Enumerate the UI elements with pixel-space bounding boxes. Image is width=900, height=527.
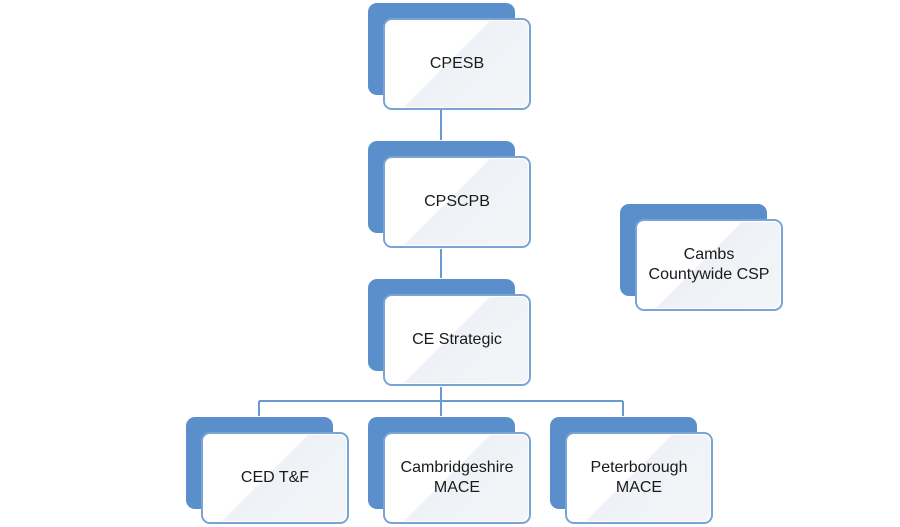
node-box (383, 432, 531, 524)
node-label: Cambridgeshire MACE (400, 459, 514, 496)
node-box (565, 432, 713, 524)
node-box (383, 294, 531, 386)
node-label: CED T&F (240, 469, 310, 486)
node-label: Peterborough MACE (590, 459, 688, 496)
node-box (201, 432, 349, 524)
node-label: CPSCPB (424, 193, 490, 210)
node-box (635, 219, 783, 311)
node-box (383, 156, 531, 248)
node-label: Cambs Countywide CSP (648, 246, 770, 283)
node-label: CE Strategic (412, 331, 502, 348)
node-label: CPESB (429, 55, 485, 72)
node-box (383, 18, 531, 110)
